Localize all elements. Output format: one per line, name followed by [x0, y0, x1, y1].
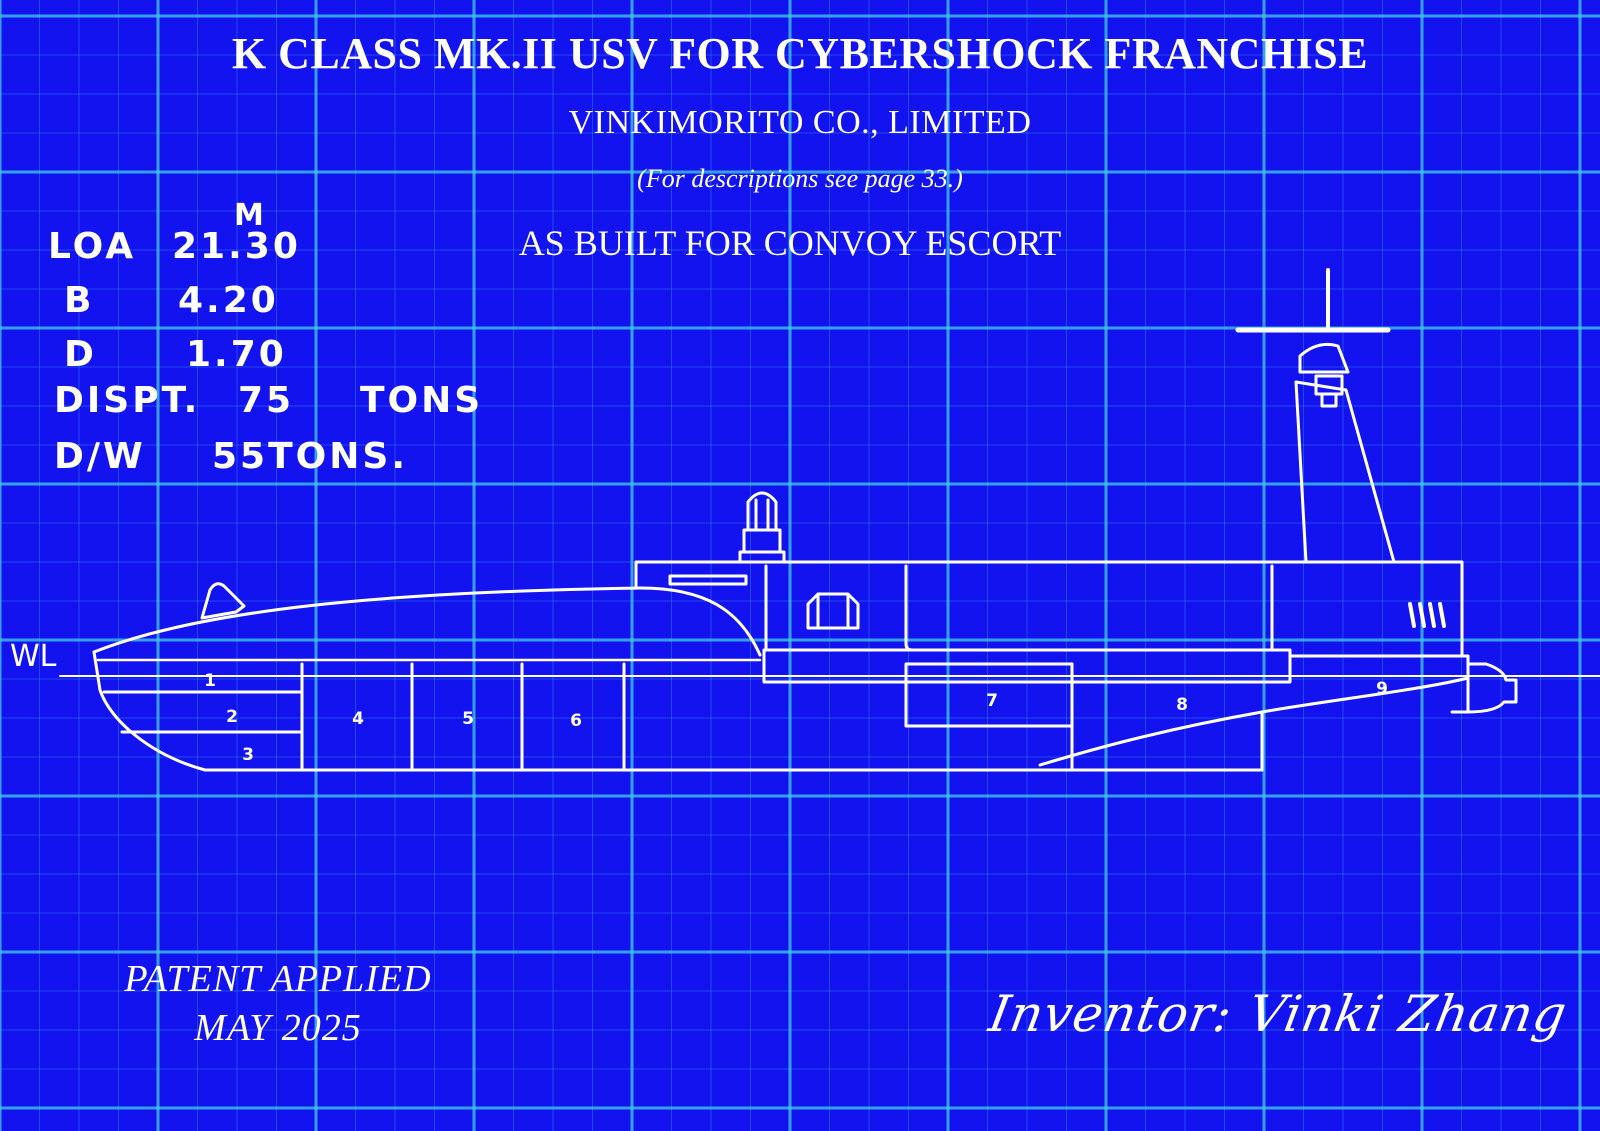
- stern-propulsor: [1466, 662, 1518, 714]
- deckhouse: [634, 560, 1464, 658]
- beacon-light: [738, 491, 786, 564]
- stern-hull: [1260, 676, 1470, 714]
- spec-beam-value: 4.20: [178, 280, 279, 321]
- compartment-label-1: 1: [204, 671, 216, 691]
- side-rail: [762, 648, 1292, 684]
- vent-grille: [1408, 602, 1446, 628]
- spec-deadweight-value: 55TONS.: [212, 436, 408, 477]
- spec-depth-label: D: [64, 334, 97, 375]
- compartment-label-4: 4: [352, 709, 364, 729]
- compartment-label-5: 5: [462, 709, 474, 729]
- description-reference: (For descriptions see page 33.): [637, 164, 963, 193]
- company-name: VINKIMORITO CO., LIMITED: [568, 104, 1032, 141]
- bow-deck-line: [92, 586, 762, 657]
- spec-displacement-label: DISPT.: [54, 380, 201, 421]
- spec-unit: M: [234, 198, 267, 233]
- spec-displacement-unit: TONS: [360, 380, 484, 421]
- spec-loa-value: 21.30: [172, 226, 301, 267]
- spec-deadweight-label: D/W: [54, 436, 146, 477]
- patent-date: MAY 2025: [194, 1007, 362, 1049]
- mast: [1294, 380, 1396, 564]
- compartment-label-6: 6: [570, 711, 582, 731]
- compartment-label-2: 2: [226, 707, 238, 727]
- hatch: [806, 592, 860, 630]
- build-purpose: AS BUILT FOR CONVOY ESCORT: [518, 223, 1062, 263]
- spec-loa-label: LOA: [48, 226, 137, 267]
- waterline-label: WL: [10, 639, 57, 674]
- compartment-label-8: 8: [1176, 695, 1188, 715]
- bow-sensor-dome: [200, 582, 246, 620]
- spec-beam-label: B: [64, 280, 95, 321]
- spec-depth-value: 1.70: [186, 334, 287, 375]
- compartment-label-9: 9: [1376, 679, 1388, 699]
- compartment-label-7: 7: [986, 691, 998, 711]
- radar-dome: [1298, 342, 1350, 374]
- page-title: K CLASS MK.II USV FOR CYBERSHOCK FRANCHI…: [231, 29, 1369, 78]
- patent-status: PATENT APPLIED: [124, 958, 432, 1000]
- inventor-signature: Inventor: Vinki Zhang: [984, 985, 1572, 1043]
- hull-outline: [92, 650, 1264, 772]
- spec-displacement-value: 75: [238, 380, 295, 421]
- compartment-label-3: 3: [242, 745, 254, 765]
